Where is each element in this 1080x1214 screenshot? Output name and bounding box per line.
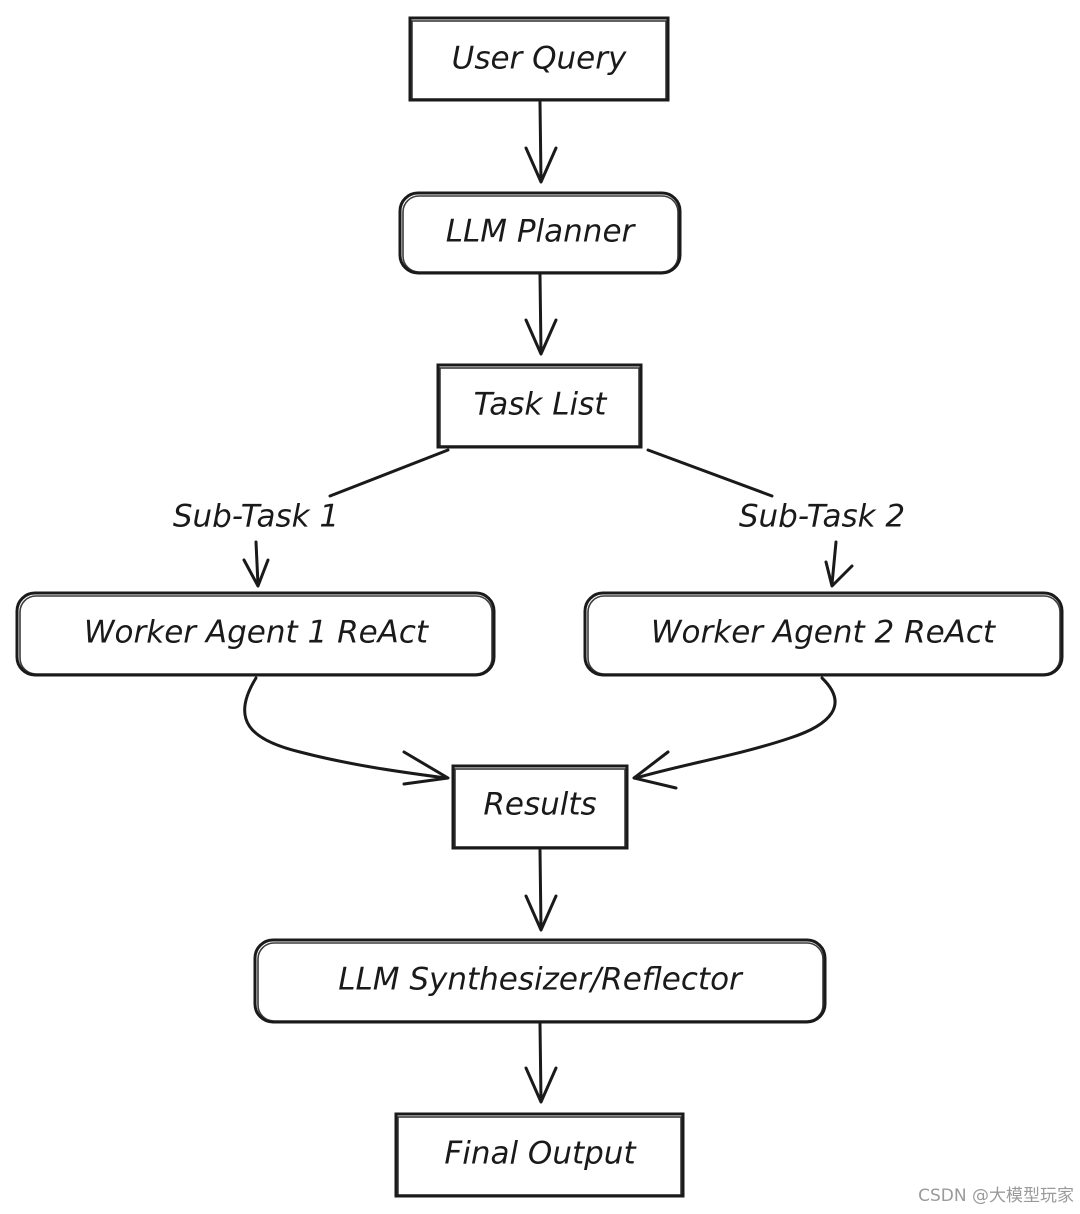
edge-llm-planner-to-task-list	[524, 273, 558, 356]
node-user-query-label: User Query	[452, 41, 627, 77]
edge-task-list-to-worker-1	[242, 448, 450, 588]
node-worker-agent-2: Worker Agent 2 ReAct	[583, 591, 1064, 677]
edge-user-query-to-llm-planner	[524, 100, 558, 184]
node-results-label: Results	[483, 787, 596, 823]
edge-label-sub-task-2: Sub-Task 2	[739, 499, 905, 535]
node-task-list-label: Task List	[474, 387, 609, 423]
node-worker-agent-1: Worker Agent 1 ReAct	[15, 591, 496, 677]
node-llm-synthesizer-label: LLM Synthesizer/Reflector	[338, 962, 744, 998]
node-task-list: Task List	[436, 363, 643, 449]
node-worker-agent-1-label: Worker Agent 1 ReAct	[84, 615, 430, 651]
node-worker-agent-2-label: Worker Agent 2 ReAct	[651, 615, 997, 651]
node-user-query: User Query	[408, 16, 670, 102]
node-llm-synthesizer: LLM Synthesizer/Reflector	[253, 938, 827, 1024]
node-results: Results	[451, 764, 629, 850]
edge-task-list-to-worker-2	[646, 448, 854, 588]
node-final-output-label: Final Output	[444, 1136, 637, 1172]
watermark: CSDN @大模型玩家	[918, 1186, 1074, 1206]
node-final-output: Final Output	[394, 1112, 685, 1198]
edge-worker-1-to-results	[243, 676, 450, 786]
node-llm-planner: LLM Planner	[398, 191, 682, 275]
edge-worker-2-to-results	[632, 676, 837, 790]
edge-synthesizer-to-final-output	[524, 1022, 558, 1104]
edge-results-to-synthesizer	[524, 848, 558, 932]
node-llm-planner-label: LLM Planner	[446, 214, 637, 250]
edge-label-sub-task-1: Sub-Task 1	[173, 499, 339, 535]
